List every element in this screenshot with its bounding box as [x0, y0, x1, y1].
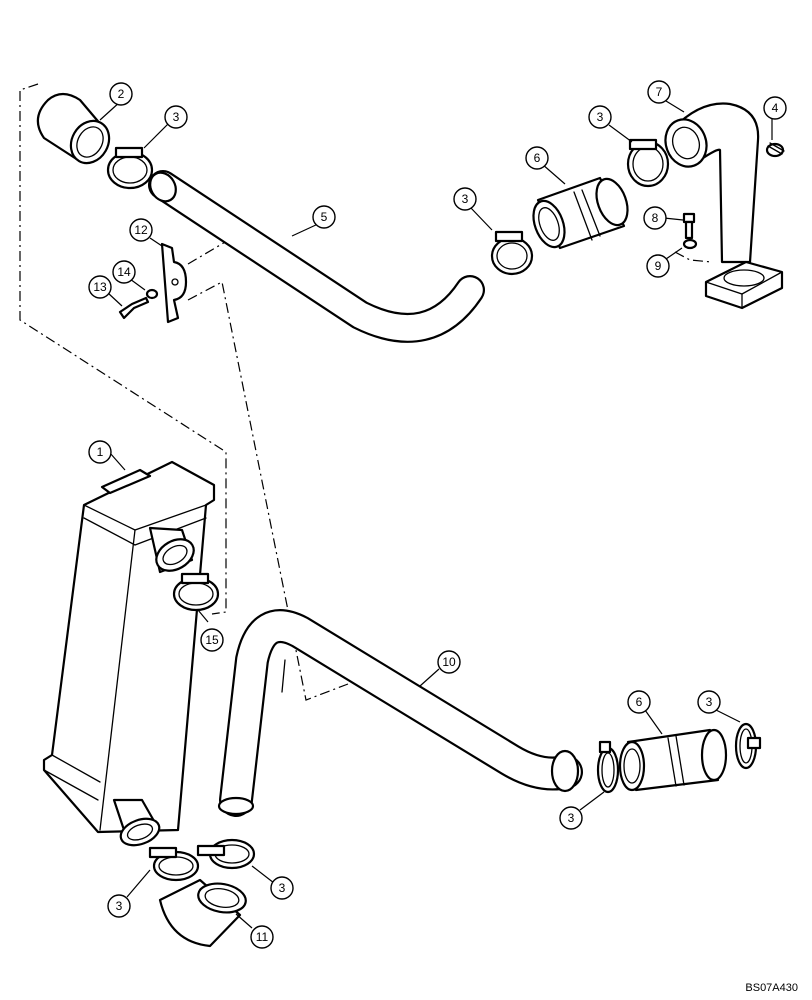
callout-circle [697, 690, 721, 714]
callout-label: 9 [655, 259, 662, 273]
callout-c3c: 3 [588, 105, 612, 129]
callout-c3b: 3 [453, 187, 477, 211]
callout-label: 15 [205, 633, 219, 647]
callout-label: 5 [321, 210, 328, 224]
callout-circle [270, 876, 294, 900]
callout-c8: 8 [643, 206, 667, 230]
callout-label: 7 [656, 85, 663, 99]
callout-c14: 14 [112, 260, 136, 284]
callout-c3d: 3 [559, 806, 583, 830]
callout-circle [525, 146, 549, 170]
washer-14 [145, 288, 159, 300]
callout-circle [312, 205, 336, 229]
clamp-3-g [196, 838, 256, 870]
elbow-hose-2 [36, 92, 111, 165]
callout-circle [164, 105, 188, 129]
upper-charge-air-tube [148, 170, 485, 343]
clamp-3-b [490, 230, 534, 276]
clamp-3-d [596, 740, 620, 794]
callout-c9: 9 [646, 254, 670, 278]
callout-circle [646, 254, 670, 278]
washer-9 [682, 238, 698, 250]
callout-label: 3 [462, 192, 469, 206]
bolt-8 [682, 212, 696, 240]
callout-c11: 11 [250, 925, 274, 949]
callout-circle [643, 206, 667, 230]
callout-label: 6 [636, 695, 643, 709]
clamp-3-f [148, 846, 200, 882]
callout-circle [109, 82, 133, 106]
callout-c3g: 3 [270, 876, 294, 900]
callout-label: 6 [534, 151, 541, 165]
callout-c3a: 3 [164, 105, 188, 129]
callout-label: 2 [118, 87, 125, 101]
callout-circle [559, 806, 583, 830]
callout-c10: 10 [437, 650, 461, 674]
clamp-3-c [626, 138, 670, 188]
callout-circle [647, 80, 671, 104]
callout-label: 3 [706, 695, 713, 709]
elbow-hose-11 [158, 878, 247, 948]
callout-c1: 1 [88, 440, 112, 464]
callout-label: 3 [568, 811, 575, 825]
sleeve-6-lower [618, 728, 728, 792]
callout-label: 1 [97, 445, 104, 459]
lower-charge-air-tube [217, 609, 583, 817]
bracket-12 [160, 242, 188, 324]
riser-pipe [664, 102, 784, 310]
callout-label: 4 [772, 101, 779, 115]
callout-c3f: 3 [107, 894, 131, 918]
callout-label: 10 [442, 655, 456, 669]
callout-c15: 15 [200, 628, 224, 652]
callout-circle [200, 628, 224, 652]
callout-circle [763, 96, 787, 120]
callout-circle [437, 650, 461, 674]
clamp-3-e [734, 722, 762, 770]
callout-c13: 13 [88, 275, 112, 299]
callout-circle [129, 218, 153, 242]
callout-circle [250, 925, 274, 949]
callout-circle [112, 260, 136, 284]
callout-circle [88, 275, 112, 299]
callout-circle [88, 440, 112, 464]
sleeve-6-upper [532, 176, 629, 250]
callout-circle [588, 105, 612, 129]
callout-label: 11 [256, 930, 269, 944]
drawing-code: BS07A430 [745, 982, 798, 994]
callout-circle [627, 690, 651, 714]
callout-c12: 12 [129, 218, 153, 242]
clamp-3-a [106, 146, 154, 190]
callout-label: 3 [279, 881, 286, 895]
callout-label: 3 [173, 110, 180, 124]
callout-c6a: 6 [525, 146, 549, 170]
callout-label: 3 [597, 110, 604, 124]
callout-label: 3 [116, 899, 123, 913]
callout-label: 8 [652, 211, 659, 225]
callout-label: 14 [117, 265, 131, 279]
callout-c7: 7 [647, 80, 671, 104]
plug-4 [765, 142, 785, 158]
callout-circle [107, 894, 131, 918]
callout-c6b: 6 [627, 690, 651, 714]
callout-label: 12 [134, 223, 148, 237]
callout-c3e: 3 [697, 690, 721, 714]
callout-c4: 4 [763, 96, 787, 120]
clamp-15 [172, 572, 220, 612]
callout-circle [453, 187, 477, 211]
intercooler [42, 460, 216, 847]
hose-clamps [106, 138, 762, 882]
bolt-13 [118, 296, 150, 320]
callout-c5: 5 [312, 205, 336, 229]
callout-c2: 2 [109, 82, 133, 106]
callout-label: 13 [93, 280, 107, 294]
